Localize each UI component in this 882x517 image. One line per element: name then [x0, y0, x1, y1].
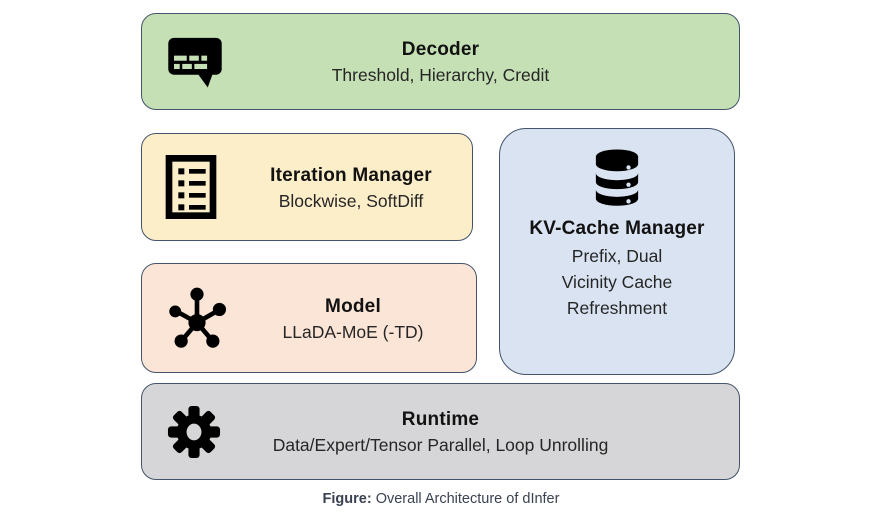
kv-cache-manager-text: KV-Cache Manager Prefix, Dual Vicinity C…	[529, 215, 704, 321]
runtime-title: Runtime	[401, 409, 480, 430]
runtime-subtitle: Data/Expert/Tensor Parallel, Loop Unroll…	[272, 435, 609, 455]
runtime-text: Runtime Data/Expert/Tensor Parallel, Loo…	[142, 406, 739, 457]
iteration-manager-title: Iteration Manager	[270, 164, 432, 186]
decoder-subtitle: Threshold, Hierarchy, Credit	[331, 65, 550, 85]
model-title: Model	[325, 295, 381, 317]
network-icon	[163, 285, 231, 351]
runtime-box: Runtime Data/Expert/Tensor Parallel, Loo…	[141, 383, 740, 480]
kv-cache-manager-subtitle-line: Vicinity Cache	[561, 272, 673, 292]
kv-cache-manager-subtitle-line: Refreshment	[566, 298, 668, 318]
figure-caption-label: Figure:	[322, 491, 372, 507]
model-text: Model LLaDA-MoE (-TD)	[230, 293, 476, 344]
chat-message-icon	[163, 34, 227, 90]
iteration-manager-box: Iteration Manager Blockwise, SoftDiff	[141, 133, 473, 241]
model-subtitle: LLaDA-MoE (-TD)	[282, 321, 424, 342]
decoder-text: Decoder Threshold, Hierarchy, Credit	[142, 36, 739, 87]
decoder-title: Decoder	[401, 39, 480, 60]
gear-icon	[163, 401, 225, 463]
kv-cache-manager-box: KV-Cache Manager Prefix, Dual Vicinity C…	[499, 128, 735, 375]
decoder-box: Decoder Threshold, Hierarchy, Credit	[141, 13, 740, 110]
kv-cache-manager-subtitle-line: Prefix, Dual	[571, 246, 663, 266]
database-icon	[585, 146, 649, 208]
model-box: Model LLaDA-MoE (-TD)	[141, 263, 477, 373]
kv-cache-manager-title: KV-Cache Manager	[529, 218, 705, 239]
checklist-icon	[163, 153, 219, 221]
figure-caption: Figure: Overall Architecture of dInfer	[0, 491, 882, 507]
figure-caption-text: Overall Architecture of dInfer	[375, 491, 560, 507]
iteration-manager-subtitle: Blockwise, SoftDiff	[278, 190, 424, 211]
iteration-manager-text: Iteration Manager Blockwise, SoftDiff	[230, 162, 472, 213]
